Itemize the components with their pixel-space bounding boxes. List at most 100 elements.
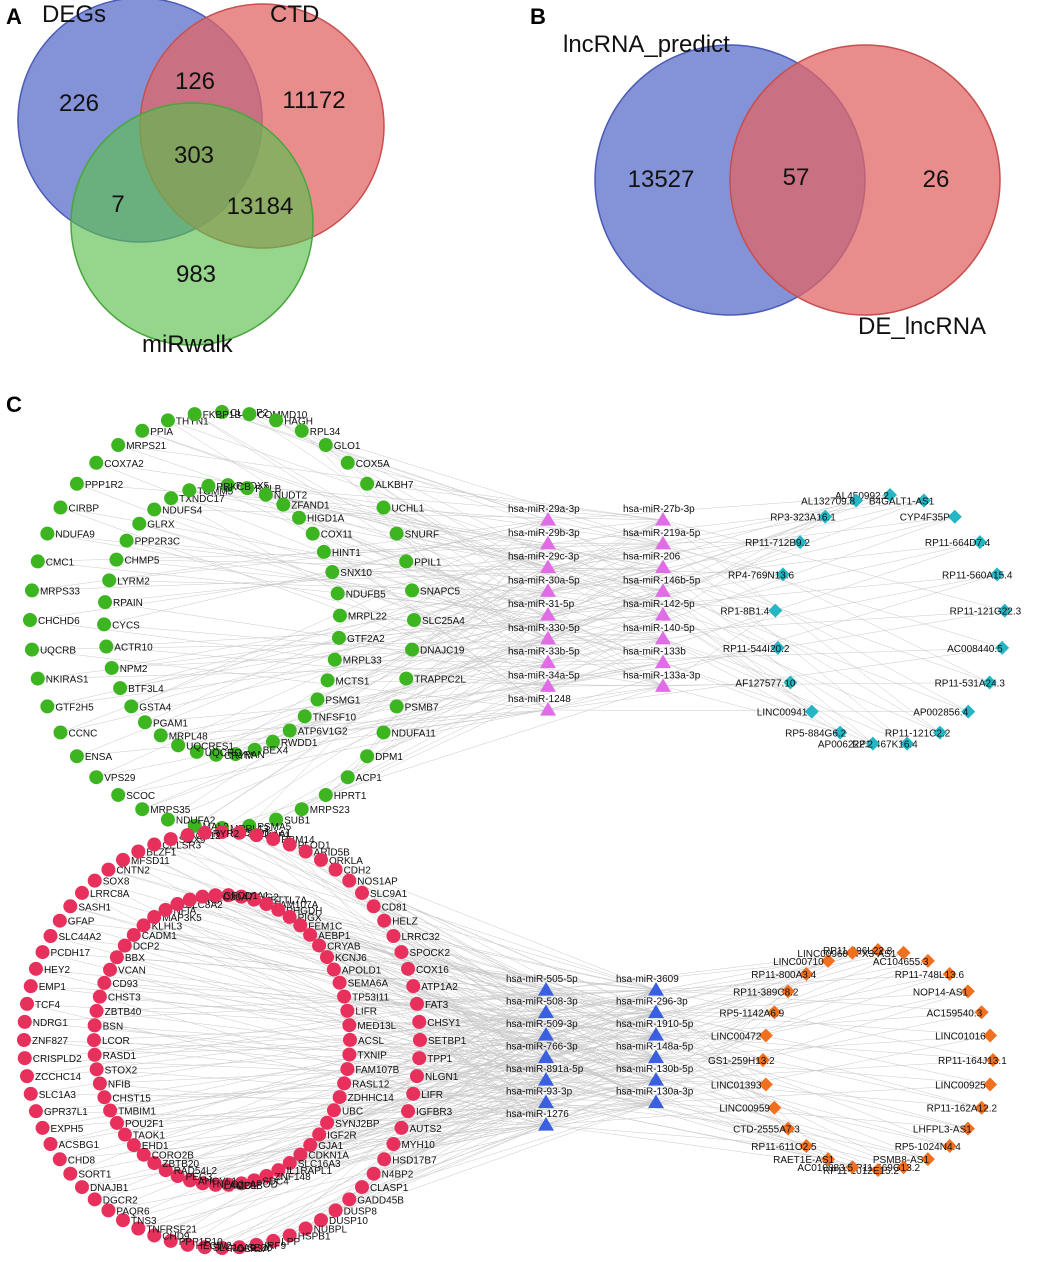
mrna-label-vcan: VCAN — [118, 966, 146, 977]
mrna-label-alkbh7: ALKBH7 — [375, 480, 414, 491]
mrna-node-dusp8 — [328, 1203, 343, 1218]
mrna-label-celsr3: CELSR3 — [162, 841, 201, 852]
network-edge — [170, 497, 549, 711]
lncrna-label-rp11-560a15-4: RP11-560A15.4 — [942, 570, 1013, 581]
network-edge — [37, 614, 549, 679]
network-edge — [337, 593, 549, 616]
mrna-node-fat3 — [409, 996, 424, 1011]
network-edge — [655, 1057, 764, 1061]
mrna-label-pcdh17: PCDH17 — [51, 948, 91, 959]
network-edge — [547, 709, 969, 712]
mrna-label-chsy1: CHSY1 — [427, 1018, 461, 1029]
mrna-node-chd8 — [52, 1152, 67, 1167]
mrna-label-clasp1: CLASP1 — [370, 1183, 409, 1194]
mrna-node-sez6 — [232, 1240, 247, 1255]
network-edge — [662, 543, 908, 744]
mrna-node-ppia — [135, 423, 150, 438]
mrna-label-nubpl: NUBPL — [314, 1225, 348, 1236]
network-edge — [116, 957, 547, 1081]
mirna-label-hsa-mir-29c-3p: hsa-miR-29c-3p — [508, 552, 580, 563]
network-edge — [167, 614, 664, 820]
network-edge — [96, 662, 664, 778]
network-edge — [154, 916, 657, 1058]
mrna-node-apold1 — [326, 962, 341, 977]
mrna-label-phgdh: PHGDH — [286, 906, 322, 917]
mrna-node-nfib — [92, 1076, 107, 1091]
mrna-node-nfia — [158, 902, 173, 917]
lncrna-node-ap002856-4 — [961, 704, 976, 719]
mrna-node-ubc — [326, 1103, 341, 1118]
mrna-node-fam107a — [259, 896, 274, 911]
lncrna-node-rp5-884g6-2 — [833, 725, 848, 740]
network-top-edges — [29, 411, 1005, 829]
network-edge — [545, 989, 789, 992]
network-edge — [204, 1124, 547, 1248]
network-edge — [655, 989, 982, 1013]
lncrna-label-ctd-2555a7-3: CTD-2555A7.3 — [733, 1125, 800, 1136]
network-edge — [545, 1124, 853, 1168]
mrna-node-fem1c — [293, 918, 308, 933]
network-edge — [26, 1034, 657, 1077]
mrna-node-ptchd1 — [215, 825, 229, 839]
mrna-node-cd81 — [366, 899, 381, 914]
mirna-node-hsa-mir-33b-5p — [540, 654, 556, 669]
network-edge — [202, 989, 547, 1184]
network-edge — [310, 1124, 547, 1146]
network-edge — [662, 638, 791, 683]
network-edge — [208, 485, 549, 639]
mrna-node-abca1 — [221, 888, 236, 903]
mirna-label-hsa-mir-140-5p: hsa-miR-140-5p — [623, 623, 695, 634]
mrna-node-rbm14 — [266, 832, 281, 847]
mrna-node-lcor — [87, 1033, 102, 1048]
network-edge — [545, 1102, 789, 1129]
mrna-node-coro2b — [136, 1147, 151, 1162]
mrna-label-rpain: RPAIN — [113, 598, 143, 609]
lncrna-node-ac008440-5 — [995, 640, 1010, 655]
mrna-label-glo1: GLO1 — [334, 441, 361, 452]
network-edge — [235, 709, 549, 755]
lncrna-node-al450992-2 — [883, 488, 897, 502]
network-edge — [662, 614, 940, 733]
mrna-label-hint1: HINT1 — [332, 548, 361, 559]
network-edge — [662, 614, 812, 712]
lncrna-label-rp5-884g6-2: RP5-884G6.2 — [785, 729, 847, 740]
network-edge — [94, 1025, 547, 1058]
lncrna-label-rp11-389c8-2: RP11-389C8.2 — [733, 987, 799, 998]
mirna-node-hsa-mir-219a-5p — [655, 535, 671, 550]
mrna-node-upf1 — [249, 828, 264, 843]
mrna-node-znf827 — [17, 1033, 31, 1047]
mrna-label-dgcr2: DGCR2 — [103, 1195, 138, 1206]
network-edge — [122, 1079, 657, 1221]
network-edge — [189, 899, 657, 1013]
network-edge — [59, 920, 547, 1058]
mrna-node-dusp10 — [314, 1213, 328, 1228]
network-edge — [289, 591, 664, 731]
network-edge — [655, 989, 829, 1160]
mrna-node-lrrc8a — [74, 885, 89, 900]
mrna-node-mrpl33 — [327, 652, 342, 667]
mrna-node-ehd1 — [126, 1138, 141, 1153]
lncrna-label-rp11-544i20-2: RP11-544I20.2 — [723, 644, 790, 655]
network-edge — [662, 647, 778, 663]
network-edge — [116, 1102, 657, 1124]
mrna-label-tnfrsf21: TNFRSF21 — [146, 1225, 197, 1236]
mrna-label-synj2bp: SYNJ2BP — [335, 1119, 380, 1130]
mrna-label-sik3: SIK3 — [198, 896, 220, 907]
network-edge — [81, 1034, 657, 1188]
mrna-node-rpl34 — [294, 423, 309, 438]
mrna-label-atp6v1g2: ATP6V1G2 — [298, 727, 348, 738]
lncrna-node-raet1e-as1 — [821, 1152, 836, 1167]
mrna-label-ran: RAN — [244, 750, 265, 761]
network-edge — [59, 1102, 657, 1160]
network-edge — [59, 920, 657, 991]
mrna-node-prdx5 — [220, 478, 235, 493]
network-edge — [384, 920, 657, 1058]
mrna-label-ppil1: PPIL1 — [414, 557, 442, 568]
mirna-label-hsa-mir-296-3p: hsa-miR-296-3p — [616, 997, 688, 1008]
mrna-node-ppil1 — [399, 554, 414, 569]
network-edge — [547, 516, 955, 568]
mrna-node-vcan — [103, 962, 118, 977]
network-edge — [154, 844, 657, 991]
mrna-label-fam107b: FAM107B — [355, 1065, 399, 1076]
network-edge — [81, 892, 547, 1126]
